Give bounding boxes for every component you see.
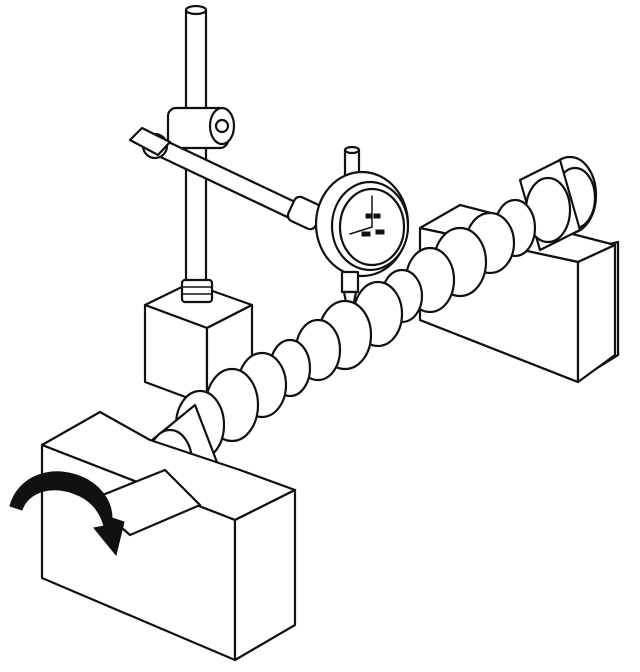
stand-post [166, 4, 236, 304]
v-block-front [40, 410, 297, 662]
clamp-arm [128, 126, 324, 231]
rotation-arrow [9, 471, 125, 557]
v-block-rear [418, 203, 620, 384]
dial-indicator [314, 145, 410, 314]
